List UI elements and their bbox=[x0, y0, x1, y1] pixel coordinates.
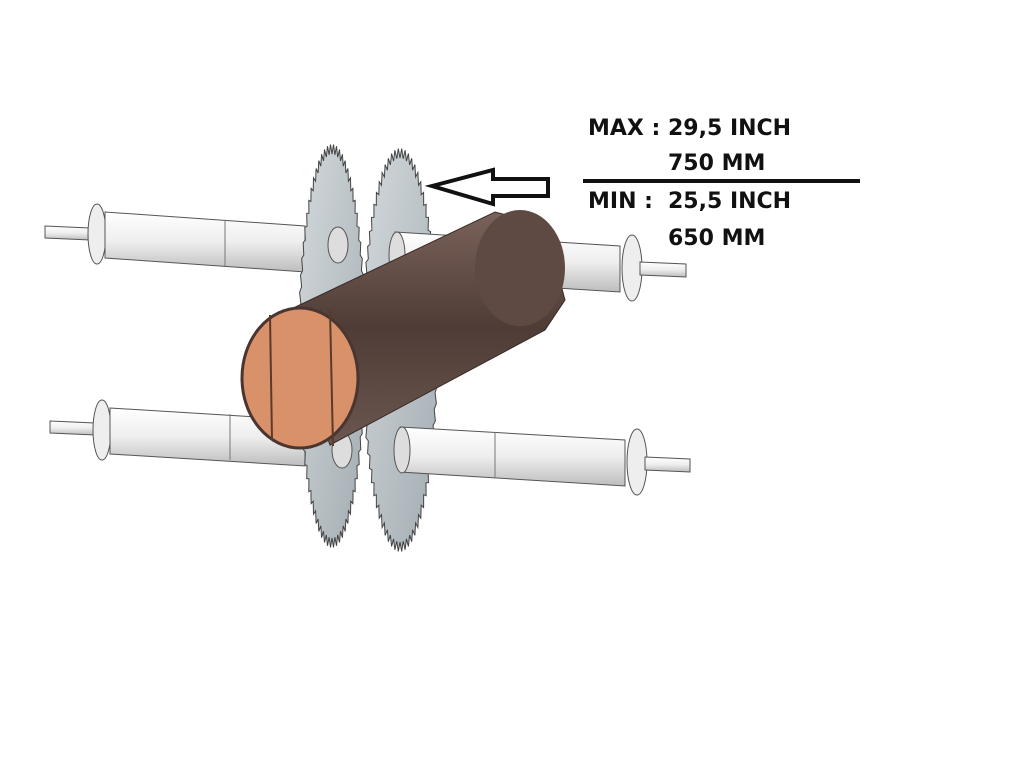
max-min-divider bbox=[583, 179, 860, 183]
min-mm-value: 650 MM bbox=[668, 226, 766, 251]
min-label: MIN : bbox=[588, 189, 653, 214]
max-mm-value: 750 MM bbox=[668, 151, 766, 176]
min-inch-value: 25,5 INCH bbox=[668, 189, 792, 214]
log bbox=[240, 210, 566, 450]
max-label: MAX : bbox=[588, 116, 661, 141]
max-inch-value: 29,5 INCH bbox=[668, 116, 792, 141]
log-end-face bbox=[240, 306, 360, 450]
shaft-top-left bbox=[44, 203, 306, 273]
shaft-bottom-right bbox=[393, 426, 691, 496]
arrow-pointer bbox=[424, 167, 550, 207]
